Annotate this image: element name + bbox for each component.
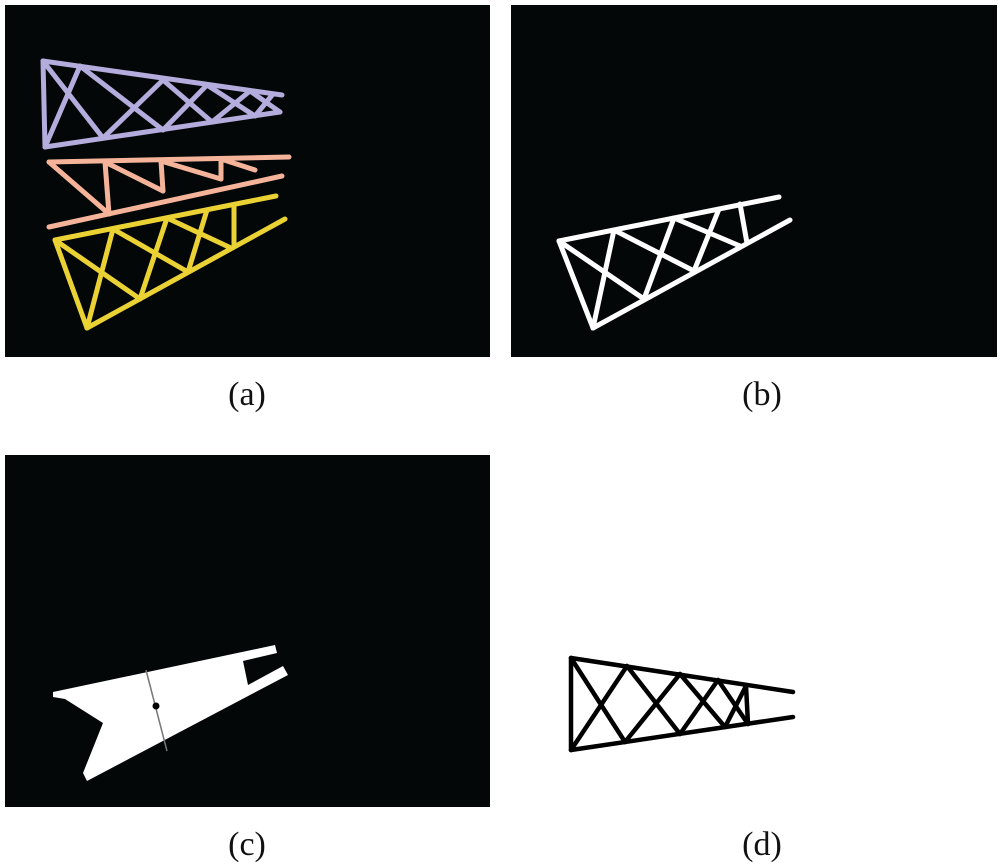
purple-truss	[40, 58, 285, 150]
panel-a-svg	[40, 58, 292, 331]
black-truss	[568, 655, 796, 753]
centroid-marker	[152, 702, 160, 710]
salmon-truss	[46, 154, 292, 230]
truss-mask	[53, 645, 288, 781]
panel-c-image	[5, 455, 490, 807]
panel-d-svg	[568, 655, 796, 753]
panel-c-svg	[53, 645, 288, 781]
caption-c: (c)	[228, 826, 266, 863]
panel-b-image	[511, 5, 997, 357]
panel-b-svg	[556, 194, 793, 331]
panel-d-image	[511, 455, 997, 807]
caption-d: (d)	[742, 826, 782, 863]
white-truss	[556, 194, 793, 331]
panel-a-image	[5, 5, 490, 357]
caption-b: (b)	[742, 376, 782, 413]
mask-midline	[145, 669, 168, 752]
yellow-truss	[52, 193, 288, 331]
caption-a: (a)	[228, 376, 266, 413]
